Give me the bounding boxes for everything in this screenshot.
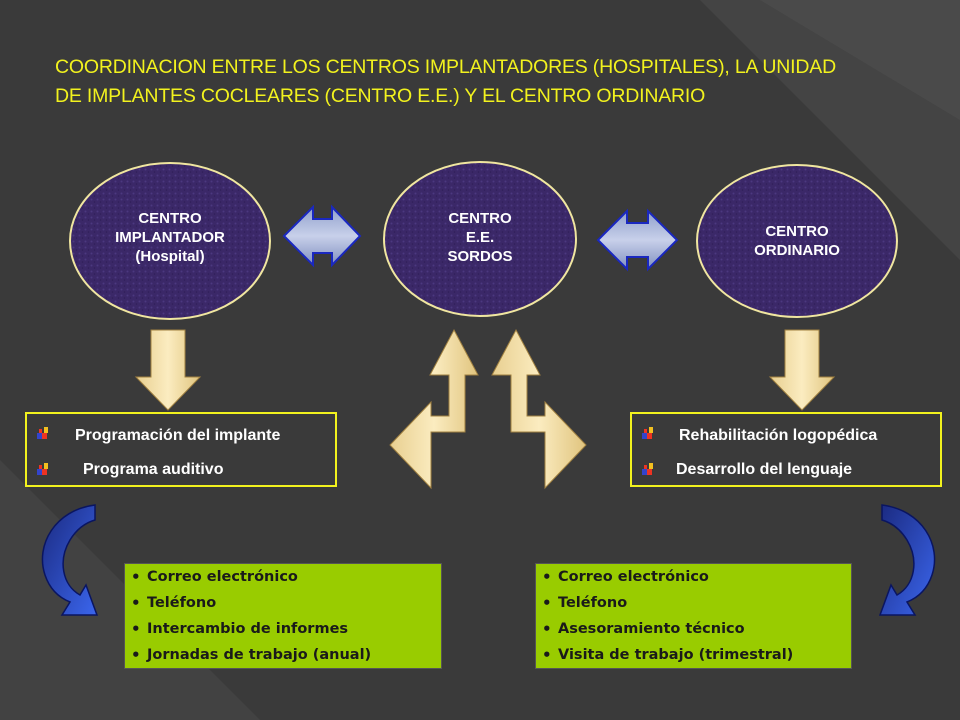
list-item: Correo electrónico xyxy=(536,564,851,590)
implantador-line1: CENTRO xyxy=(138,210,202,227)
double-arrow-right xyxy=(596,208,679,272)
oval-label-ee: CENTRO E.E. SORDOS xyxy=(405,209,555,266)
implantador-line2: IMPLANTADOR xyxy=(115,229,225,246)
list-item: Jornadas de trabajo (anual) xyxy=(125,642,441,668)
ordinario-line1: CENTRO xyxy=(765,223,829,240)
left-contact-list: Correo electrónico Teléfono Intercambio … xyxy=(124,563,442,669)
ee-line2: E.E. xyxy=(465,229,495,246)
page-title: COORDINACION ENTRE LOS CENTROS IMPLANTAD… xyxy=(55,53,935,111)
ee-line3: SORDOS xyxy=(447,248,513,265)
curved-arrow-left xyxy=(41,504,99,616)
ordinario-line2: ORDINARIO xyxy=(754,242,840,259)
title-line-2: DE IMPLANTES COCLEARES (CENTRO E.E.) Y E… xyxy=(55,85,706,107)
list-item: Visita de trabajo (trimestral) xyxy=(536,642,851,668)
down-arrow-right xyxy=(768,329,836,411)
colored-bullet-icon xyxy=(642,463,653,475)
left-info-box: Programación del implante Programa audit… xyxy=(25,412,337,487)
oval-centro-ordinario[interactable] xyxy=(696,164,898,318)
right-box-item-2: Desarrollo del lenguaje xyxy=(676,461,853,478)
curved-arrow-right xyxy=(878,504,936,616)
oval-label-implantador: CENTRO IMPLANTADOR (Hospital) xyxy=(95,209,245,266)
ee-line1: CENTRO xyxy=(448,210,512,227)
oval-label-ordinario: CENTRO ORDINARIO xyxy=(722,222,872,260)
title-line-1: COORDINACION ENTRE LOS CENTROS IMPLANTAD… xyxy=(55,56,836,78)
bent-arrow-left xyxy=(389,328,479,490)
colored-bullet-icon xyxy=(37,463,48,475)
double-arrow-left xyxy=(282,204,362,268)
down-arrow-left xyxy=(134,329,202,411)
left-box-item-2: Programa auditivo xyxy=(83,461,224,478)
right-info-box: Rehabilitación logopédica Desarrollo del… xyxy=(630,412,942,487)
list-item: Teléfono xyxy=(536,590,851,616)
list-item: Asesoramiento técnico xyxy=(536,616,851,642)
right-box-item-1: Rehabilitación logopédica xyxy=(679,427,878,444)
list-item: Correo electrónico xyxy=(125,564,441,590)
implantador-line3: (Hospital) xyxy=(135,248,205,265)
colored-bullet-icon xyxy=(37,427,48,439)
list-item: Intercambio de informes xyxy=(125,616,441,642)
right-contact-list: Correo electrónico Teléfono Asesoramient… xyxy=(535,563,852,669)
list-item: Teléfono xyxy=(125,590,441,616)
left-box-item-1: Programación del implante xyxy=(75,427,281,444)
oval-centro-ee-sordos[interactable] xyxy=(383,161,577,317)
colored-bullet-icon xyxy=(642,427,653,439)
bent-arrow-right xyxy=(491,328,587,490)
oval-centro-implantador[interactable] xyxy=(69,162,271,320)
